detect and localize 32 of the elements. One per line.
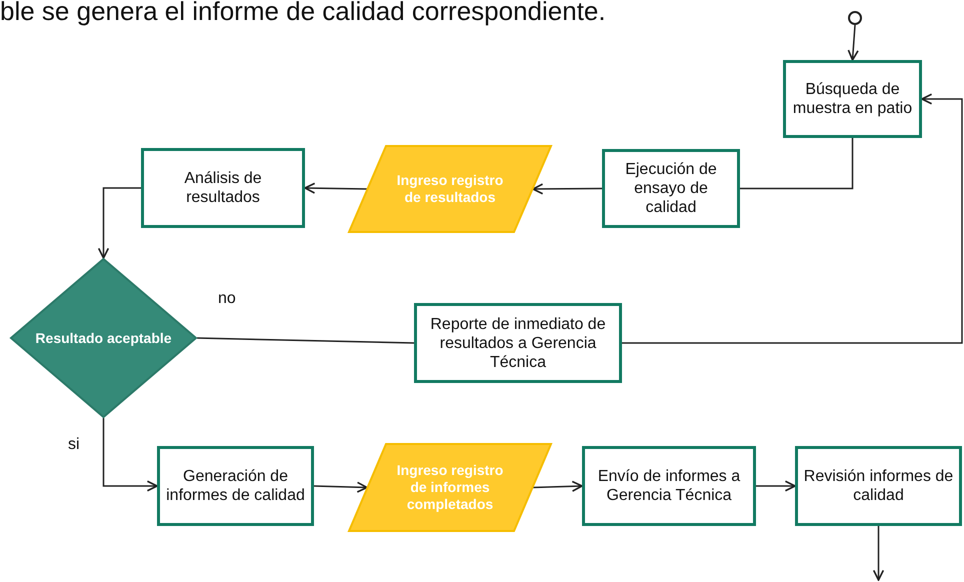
data-parallelogram — [348, 443, 552, 532]
arrow — [872, 526, 884, 581]
process-box — [414, 303, 622, 383]
start-circle — [848, 11, 862, 25]
process-box — [157, 446, 314, 526]
node-text: Envío de informes a Gerencia Técnica — [596, 467, 742, 505]
heading-text: ble se genera el informe de calidad correspondiente. — [0, 0, 606, 27]
node-text: Análisis de resultados — [183, 169, 263, 207]
node-text: Ingreso registro de resultados — [396, 172, 504, 206]
node-text: Generación de informes de calidad — [165, 467, 306, 505]
decision-diamond — [10, 258, 197, 418]
process-box — [795, 446, 962, 526]
process-box — [783, 60, 922, 138]
node-text: Búsqueda de muestra en patio — [792, 80, 914, 118]
arrow — [314, 482, 368, 493]
node-text: Reporte de inmediato de resultados a Gerencia Técnica — [429, 314, 607, 372]
process-box — [582, 446, 756, 526]
arrow — [98, 187, 141, 259]
process-box — [602, 149, 740, 228]
arrow — [532, 183, 602, 195]
arrow — [532, 480, 583, 492]
node-text: Revisión informes de calidad — [802, 467, 954, 505]
process-box — [141, 148, 305, 228]
arrow — [304, 182, 368, 194]
arrow — [622, 93, 963, 344]
node-text: Ejecución de ensayo de calidad — [624, 160, 718, 217]
arrow — [848, 24, 859, 61]
arrow — [102, 418, 158, 492]
arrow — [756, 480, 796, 492]
data-parallelogram — [348, 145, 552, 233]
node-text: Ingreso registro de informes completados — [396, 462, 504, 513]
node-text: Resultado aceptable — [34, 329, 173, 347]
